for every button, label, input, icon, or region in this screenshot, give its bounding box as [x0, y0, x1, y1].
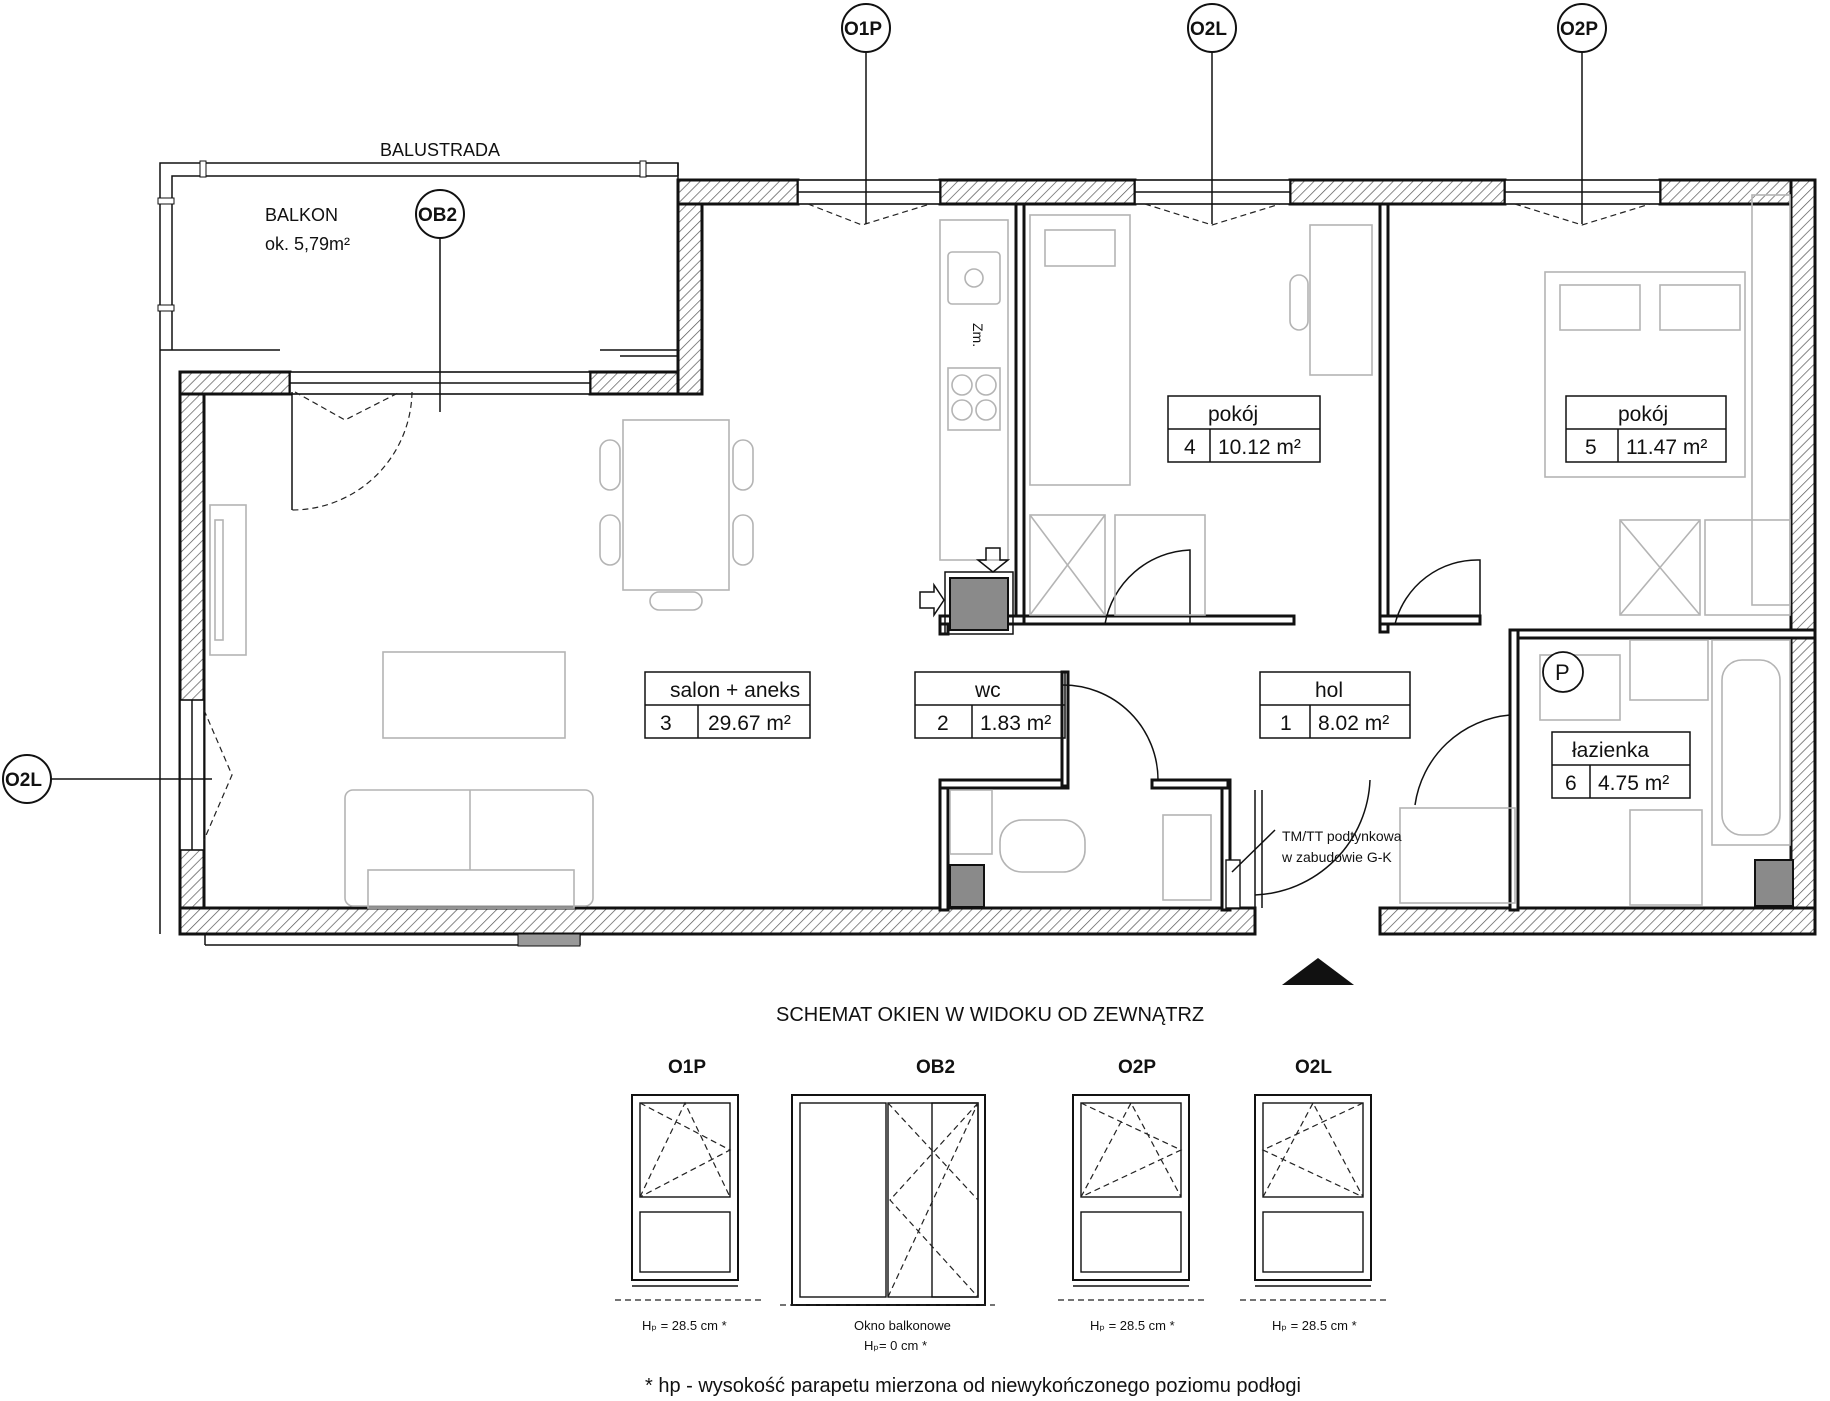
fridge-label: Zm.: [970, 323, 986, 347]
room-number: 4: [1184, 436, 1196, 459]
room-name: salon + aneks: [670, 679, 800, 702]
svg-text:Hₚ = 28.5 cm *: Hₚ = 28.5 cm *: [1090, 1318, 1175, 1333]
room-name: hol: [1315, 679, 1343, 702]
svg-text:Hₚ = 28.5 cm *: Hₚ = 28.5 cm *: [1272, 1318, 1357, 1333]
schema-window-ob2: OB2 Okno balkonowe Hₚ= 0 cm *: [780, 1057, 995, 1353]
entrance-arrow: [1282, 958, 1354, 985]
room-area: 11.47 m²: [1626, 436, 1707, 459]
room-label-wc: wc 2 1.83 m²: [914, 671, 1066, 739]
tmtt-note-line2: w zabudowie G-K: [1281, 849, 1392, 865]
tmtt-note-line1: TM/TT podtynkowa: [1282, 828, 1402, 844]
room-number: 5: [1585, 436, 1597, 459]
room-number: 3: [660, 712, 672, 735]
schema-footnote: * hp - wysokość parapetu mierzona od nie…: [645, 1375, 1301, 1397]
balcony: BALUSTRADA BALKON ok. 5,79m²: [157, 140, 680, 357]
room-label-hol: hol 1 8.02 m²: [1259, 671, 1411, 739]
svg-text:O2L: O2L: [1190, 19, 1227, 40]
balkon-label: BALKON: [265, 205, 338, 225]
svg-text:Hₚ= 0 cm *: Hₚ= 0 cm *: [864, 1338, 927, 1353]
schema-window-o2l: O2L Hₚ = 28.5 cm *: [1240, 1057, 1387, 1333]
room-area: 29.67 m²: [708, 712, 791, 735]
room-name: wc: [974, 679, 1001, 702]
svg-text:O2P: O2P: [1118, 1057, 1156, 1078]
room-area: 10.12 m²: [1218, 436, 1301, 459]
room-label-pokoj-5: pokój 5 11.47 m²: [1565, 395, 1727, 463]
furniture: Zm.: [209, 194, 1794, 909]
room-area: 1.83 m²: [980, 712, 1051, 735]
svg-text:O2L: O2L: [1295, 1057, 1332, 1078]
room-name: pokój: [1208, 403, 1258, 426]
svg-text:Okno balkonowe: Okno balkonowe: [854, 1318, 951, 1333]
room-number: 6: [1565, 772, 1577, 795]
room-label-pokoj-4: pokój 4 10.12 m²: [1167, 395, 1321, 463]
balkon-area: ok. 5,79m²: [265, 234, 350, 254]
window-tag-o1p: O1P: [841, 3, 891, 224]
schema-window-o2p: O2P Hₚ = 28.5 cm *: [1058, 1057, 1205, 1333]
window-tag-o2p: O2P: [1557, 3, 1607, 224]
walls: [159, 178, 1817, 947]
room-label-lazienka: łazienka 6 4.75 m²: [1551, 731, 1691, 799]
svg-text:Hₚ = 28.5 cm *: Hₚ = 28.5 cm *: [642, 1318, 727, 1333]
svg-text:O1P: O1P: [668, 1057, 706, 1078]
room-number: 1: [1280, 712, 1292, 735]
svg-text:OB2: OB2: [916, 1057, 955, 1078]
svg-text:O1P: O1P: [844, 19, 882, 40]
p-symbol: [1542, 651, 1584, 693]
p-symbol-label: P: [1555, 660, 1570, 685]
svg-text:O2L: O2L: [5, 770, 42, 791]
window-tag-o2l-left: O2L: [2, 754, 212, 804]
svg-text:OB2: OB2: [418, 205, 457, 226]
room-area: 8.02 m²: [1318, 712, 1389, 735]
room-name: pokój: [1618, 403, 1668, 426]
balustrada-label: BALUSTRADA: [380, 140, 500, 160]
window-tag-ob2: OB2: [415, 189, 465, 412]
schema-window-o1p: O1P Hₚ = 28.5 cm *: [615, 1057, 762, 1333]
plan-windows: [179, 179, 1661, 851]
svg-text:O2P: O2P: [1560, 19, 1598, 40]
room-area: 4.75 m²: [1598, 772, 1669, 795]
schema-title: SCHEMAT OKIEN W WIDOKU OD ZEWNĄTRZ: [776, 1004, 1204, 1026]
window-tag-o2l-top: O2L: [1187, 3, 1237, 224]
room-number: 2: [937, 712, 949, 735]
room-name: łazienka: [1572, 739, 1649, 762]
room-label-salon: salon + aneks 3 29.67 m²: [644, 671, 811, 739]
